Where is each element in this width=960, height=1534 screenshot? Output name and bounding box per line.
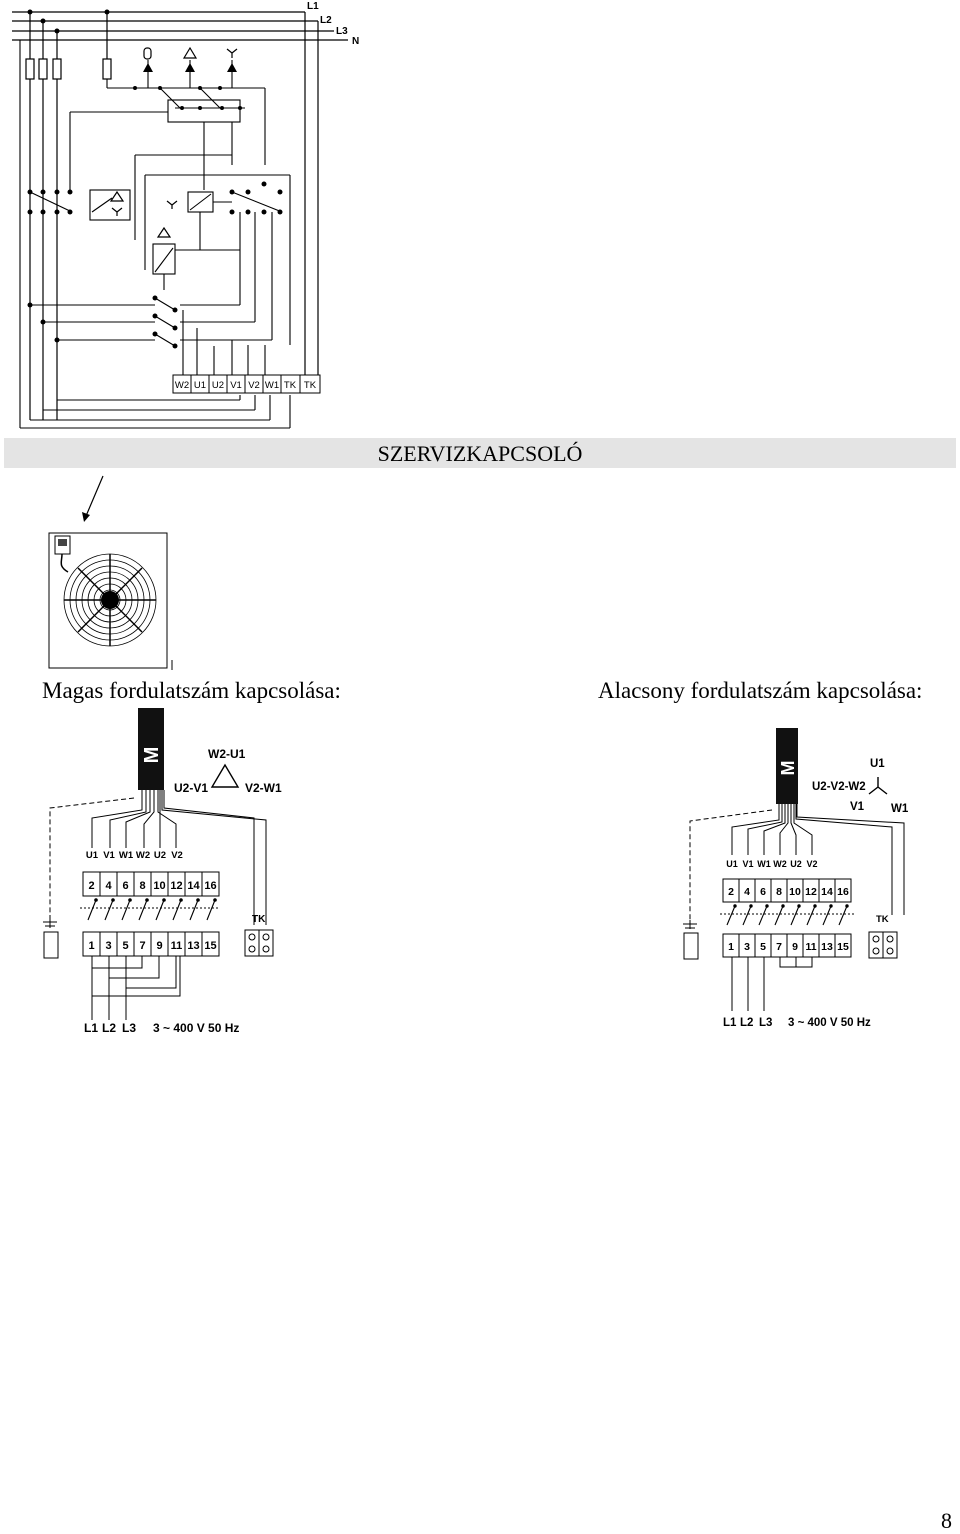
lead-label-v2: V2 [806,859,817,869]
lead-label-w2: W2 [773,859,787,869]
terminal-9: 9 [792,941,798,953]
supply-label-n: N [352,36,359,47]
terminal-w1: W1 [265,380,279,391]
terminal-13: 13 [821,941,833,953]
winding-label-u2-v1: U2-V1 [174,781,208,795]
lead-label-u2: U2 [154,850,166,861]
supply-label-l2: L2 [320,15,332,26]
terminal-11: 11 [805,941,816,953]
supply-l3: L3 [122,1021,136,1035]
fan-illustration [48,532,173,670]
terminal-12: 12 [805,886,817,898]
supply-label-l1: L1 [307,1,319,12]
tk-label: TK [252,914,266,925]
terminal-7: 7 [139,940,145,952]
terminal-6: 6 [760,886,766,898]
terminal-3: 3 [105,940,111,952]
supply-l2: L2 [102,1021,116,1035]
terminal-tk-2: TK [304,380,317,391]
terminal-u2: U2 [212,380,224,391]
terminal-7: 7 [776,941,782,953]
terminal-8: 8 [139,880,145,892]
terminal-8: 8 [776,886,782,898]
lead-label-v1: V1 [742,859,753,869]
winding-label-v2-w1: V2-W1 [245,781,282,795]
terminal-w2: W2 [175,380,189,391]
terminal-15: 15 [837,941,849,953]
terminal-5: 5 [760,941,766,953]
terminal-9: 9 [156,940,162,952]
winding-label-u1: U1 [870,758,885,770]
star-symbol [226,48,238,58]
terminal-tk-1: TK [284,380,297,391]
motor-block [138,708,164,790]
terminal-u1: U1 [194,380,206,391]
terminal-2: 2 [88,880,94,892]
winding-label-v1: V1 [850,801,865,813]
supply-l1: L1 [723,1017,737,1029]
terminal-12: 12 [170,880,182,892]
pointer-arrow-icon [82,475,104,522]
lead-label-w2: W2 [136,850,150,861]
lead-label-w1: W1 [757,859,771,869]
lead-label-v1: V1 [103,850,115,861]
terminal-14: 14 [821,886,833,898]
high-speed-wiring-diagram: M W2-U1 U2-V1 V2-W1 U1 V1 W1 W2 U2 V2 2 … [43,708,282,1035]
supply-l3: L3 [759,1017,772,1029]
terminal-2: 2 [728,886,734,898]
terminal-1: 1 [728,941,734,953]
terminal-4: 4 [105,880,112,892]
lead-label-u1: U1 [726,859,738,869]
off-symbol [143,47,152,60]
caption-low-speed: Alacsony fordulatszám kapcsolása: [598,678,923,703]
terminal-5: 5 [122,940,128,952]
terminal-1: 1 [88,940,94,952]
low-speed-wiring-diagram: M U1 U2-V2-W2 V1 W1 U1 V1 W1 W2 U2 V2 2 … [683,728,909,1029]
winding-label-w2-u1: W2-U1 [208,747,246,761]
supply-label-l3: L3 [336,26,348,37]
terminal-13: 13 [187,940,199,952]
motor-label: M [778,761,798,776]
lead-label-v2: V2 [171,850,183,861]
terminal-6: 6 [122,880,128,892]
tk-label: TK [876,914,889,925]
motor-label: M [141,747,163,764]
lead-label-u2: U2 [790,859,802,869]
terminal-16: 16 [204,880,216,892]
terminal-3: 3 [744,941,750,953]
supply-l1: L1 [84,1021,98,1035]
caption-high-speed: Magas fordulatszám kapcsolása: [42,678,341,703]
control-schematic: L1 L2 L3 N W2 U1 U2 V1 V2 W1 TK TK [12,1,359,429]
supply-voltage: 3 ~ 400 V 50 Hz [788,1017,871,1029]
terminal-block [172,374,321,394]
terminal-14: 14 [187,880,200,892]
lead-label-u1: U1 [86,850,99,861]
terminal-v2: V2 [248,380,260,391]
terminal-15: 15 [204,940,216,952]
lead-label-w1: W1 [119,850,134,861]
terminal-10: 10 [789,886,801,898]
supply-voltage: 3 ~ 400 V 50 Hz [153,1021,239,1035]
page-heading: SZERVIZKAPCSOLÓ [377,441,583,466]
delta-symbol [182,46,198,59]
terminal-11: 11 [171,940,183,952]
terminal-16: 16 [837,886,849,898]
heading-band [4,438,956,468]
winding-label-w1: W1 [891,803,909,815]
winding-label-u2-v2-w2: U2-V2-W2 [812,781,866,793]
supply-l2: L2 [740,1017,753,1029]
terminal-v1: V1 [230,380,242,391]
terminal-10: 10 [153,880,165,892]
motor-block [776,728,798,804]
page-number: 8 [941,1508,952,1533]
terminal-4: 4 [744,886,750,898]
